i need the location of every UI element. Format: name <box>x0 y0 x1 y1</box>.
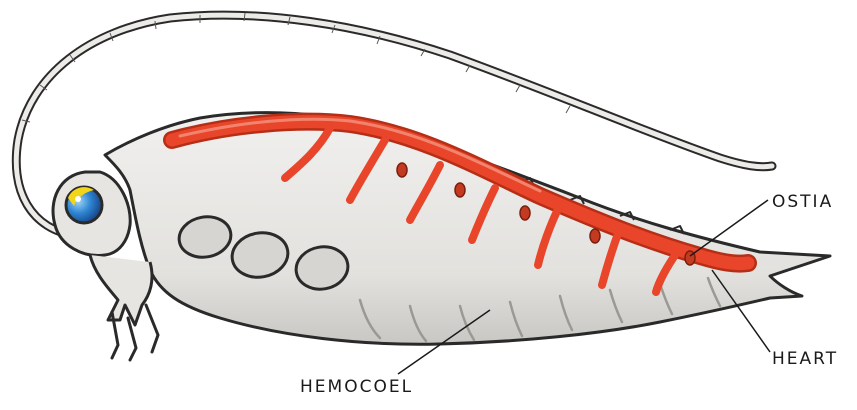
eye <box>66 187 102 223</box>
label-heart: HEART <box>772 349 838 369</box>
animal-body <box>105 113 830 345</box>
label-ostia: OSTIA <box>772 192 833 212</box>
label-hemocoel: HEMOCOEL <box>300 377 413 397</box>
